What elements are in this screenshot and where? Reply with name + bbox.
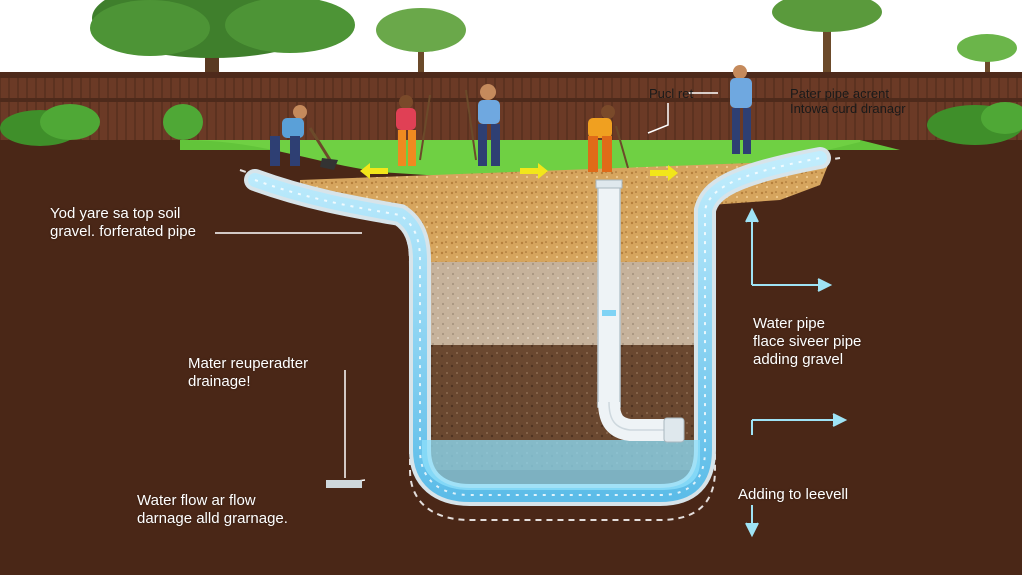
tree-icon xyxy=(957,34,1017,80)
label-water-pipe-line-1: Water pipe xyxy=(753,315,825,332)
vertical-pipe xyxy=(595,179,685,443)
label-pater-pipe: Pater pipe acrent Intowa curd dranagr xyxy=(790,86,906,116)
arrow-icon xyxy=(745,207,848,538)
label-water-reup-line-2: drainage! xyxy=(188,373,251,390)
label-water-flow-line-1: Water flow ar flow xyxy=(137,492,256,509)
label-top-soil-line-1: Yod yare sa top soil xyxy=(50,205,181,222)
label-water-flow: Water flow ar flow darnage alld grarnage… xyxy=(137,492,288,528)
arrow-icon xyxy=(360,163,678,181)
label-water-flow-line-2: darnage alld grarnage. xyxy=(137,510,288,527)
label-top-soil-line-2: gravel. forferated pipe xyxy=(50,223,196,240)
worker-icon xyxy=(270,105,338,170)
label-pucl: Pucl ret xyxy=(649,86,693,101)
label-water-pipe: Water pipe flace siveer pipe adding grav… xyxy=(753,315,861,369)
label-water-reuperadter: Mater reuperadter drainage! xyxy=(188,355,308,391)
shrub-icon xyxy=(163,104,203,140)
shrub-icon xyxy=(0,104,100,146)
tree-icon xyxy=(376,8,466,80)
water-flow xyxy=(422,440,700,490)
label-top-soil: Yod yare sa top soil gravel. forferated … xyxy=(50,205,196,241)
worker-icon xyxy=(588,105,629,172)
worker-icon xyxy=(465,84,500,166)
label-pater-pipe-line-2: Intowa curd dranagr xyxy=(790,101,906,116)
pipe-marker xyxy=(602,310,616,316)
tree-icon xyxy=(772,0,882,75)
worker-icon xyxy=(730,65,752,154)
label-water-pipe-line-3: adding gravel xyxy=(753,351,844,368)
shrub-icon xyxy=(927,102,1022,145)
label-pucl-line-1: Pucl ret xyxy=(649,86,694,101)
label-adding-level-line-1: Adding to leevell xyxy=(738,486,849,503)
pipe-end xyxy=(326,480,362,488)
trench-gravel-middle xyxy=(420,262,710,345)
label-water-pipe-line-2: flace siveer pipe xyxy=(753,333,862,350)
label-pater-pipe-line-1: Pater pipe acrent xyxy=(790,86,890,101)
label-water-reup-line-1: Mater reuperadter xyxy=(188,355,309,372)
worker-icon xyxy=(396,94,431,166)
label-adding-level: Adding to leevell xyxy=(738,486,848,504)
